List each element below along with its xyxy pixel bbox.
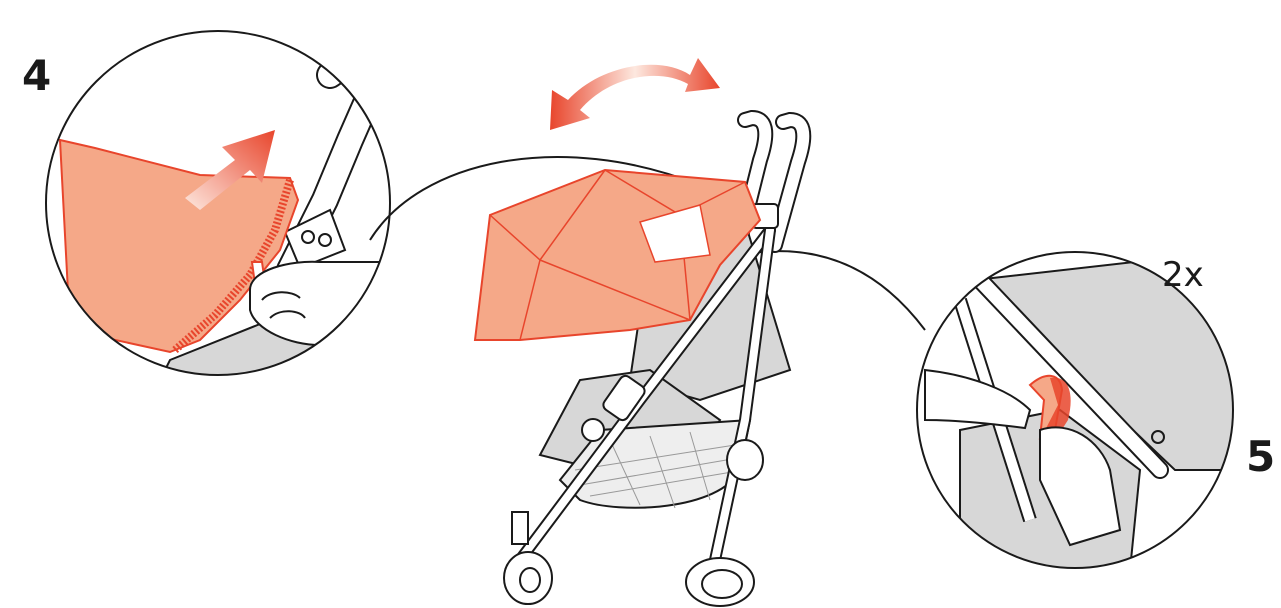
repeat-count-label: 2x bbox=[1162, 258, 1204, 292]
step-number-5: 5 bbox=[1246, 436, 1275, 478]
curved-double-arrow-icon bbox=[550, 58, 720, 130]
detail-circle-velcro-straps bbox=[917, 250, 1240, 570]
stroller bbox=[475, 118, 803, 606]
detail-circle-zip-canopy bbox=[46, 31, 400, 400]
step-number-4: 4 bbox=[22, 55, 51, 97]
